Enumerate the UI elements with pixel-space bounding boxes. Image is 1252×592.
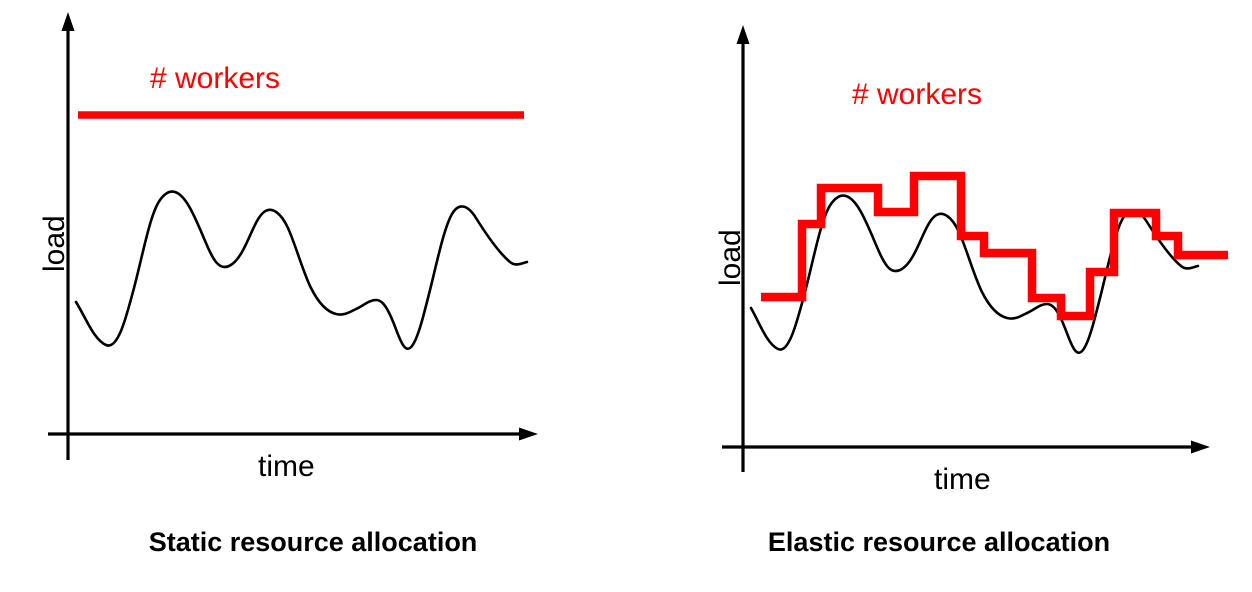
y-axis-arrowhead-icon (736, 25, 750, 44)
workers-label-static: # workers (150, 62, 281, 95)
panel-static-resource-allocation: # workers load time Static resource allo… (38, 12, 538, 557)
workers-step-elastic (761, 171, 1228, 321)
y-axis-elastic (736, 25, 750, 472)
caption-elastic: Elastic resource allocation (767, 527, 1111, 557)
panel-elastic-resource-allocation: # workers load time Elastic resource all… (626, 0, 1252, 592)
y-axis-label-static: load (38, 215, 71, 272)
load-curve-elastic (749, 194, 1200, 354)
x-axis-elastic (722, 440, 1210, 454)
y-axis-arrowhead-icon (61, 12, 75, 31)
static-plot (48, 12, 538, 460)
caption-static: Static resource allocation (148, 527, 478, 557)
y-axis-label-elastic: load (714, 229, 747, 286)
load-curve-static (74, 190, 529, 350)
x-axis-label-static: time (258, 450, 315, 483)
workers-label-elastic: # workers (852, 78, 983, 111)
x-axis-arrowhead-icon (519, 427, 538, 441)
elastic-plot (722, 25, 1228, 472)
x-axis-arrowhead-icon (1191, 440, 1210, 454)
x-axis-label-elastic: time (934, 463, 991, 496)
x-axis-static (48, 427, 538, 441)
y-axis-static (61, 12, 75, 460)
